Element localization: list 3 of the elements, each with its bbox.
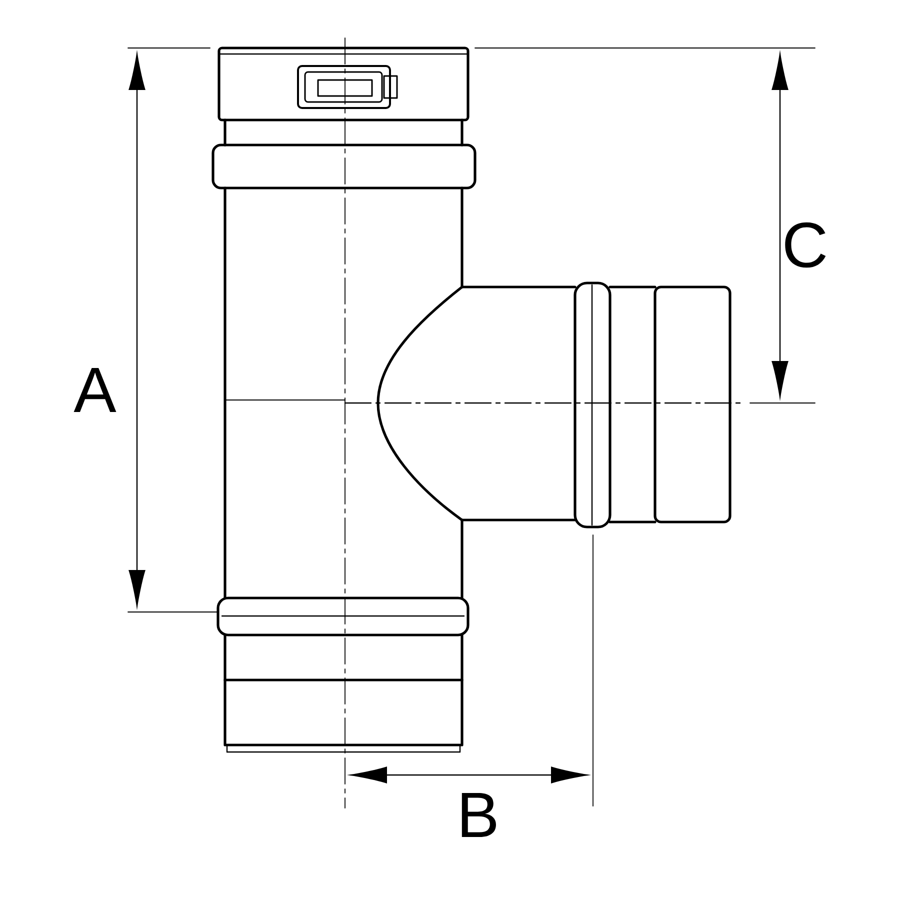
dimension-label: B (462, 792, 496, 838)
dimension-label: A (74, 368, 116, 412)
dimension-label: C (785, 222, 826, 268)
